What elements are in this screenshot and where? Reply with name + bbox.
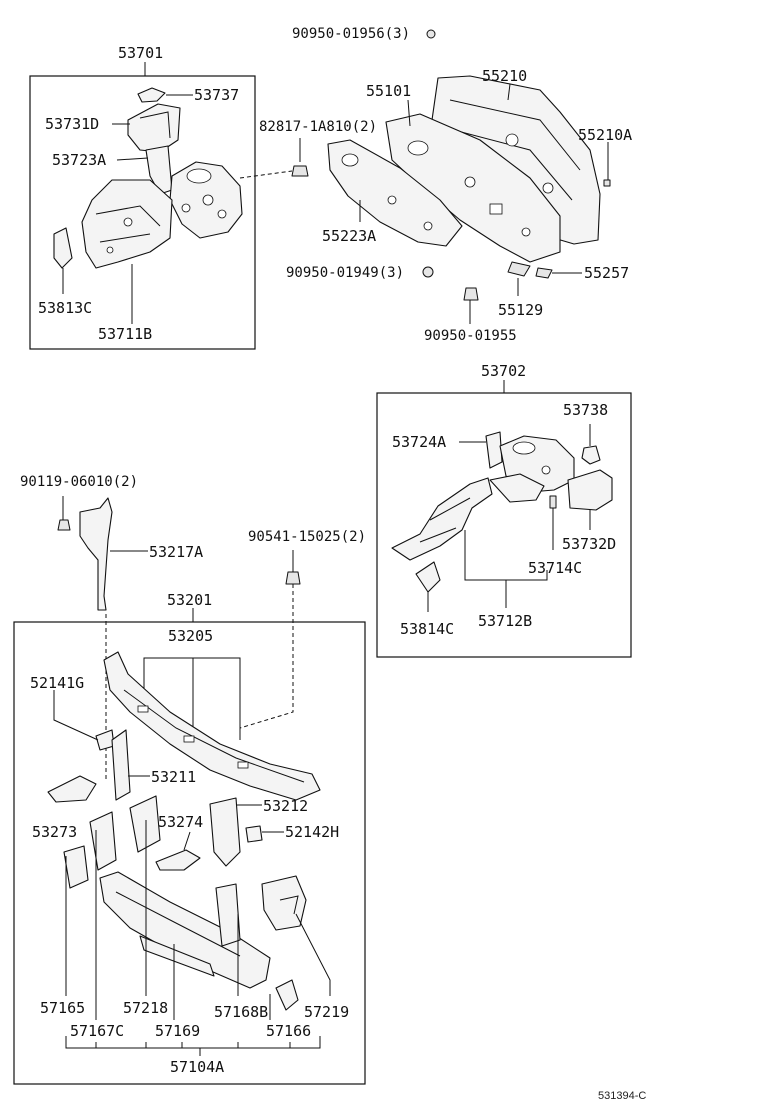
label-55129[interactable]: 55129	[498, 301, 543, 319]
part-57219[interactable]	[261, 875, 307, 931]
part-53712B[interactable]	[391, 477, 493, 561]
part-55210A-pad	[603, 179, 611, 187]
label-53217A[interactable]: 53217A	[149, 543, 203, 561]
part-57168B[interactable]	[215, 883, 241, 947]
part-53738[interactable]	[581, 445, 601, 465]
part-57104A-body	[99, 871, 271, 989]
clip-90950-01956[interactable]	[426, 29, 436, 39]
part-upper-radiator-support	[103, 651, 321, 801]
label-53732D[interactable]: 53732D	[562, 535, 616, 553]
label-90541-15025[interactable]: 90541-15025(2)	[248, 529, 366, 545]
label-55210[interactable]: 55210	[482, 67, 527, 85]
label-55101[interactable]: 55101	[366, 82, 411, 100]
label-53212[interactable]: 53212	[263, 797, 308, 815]
part-52142H[interactable]	[245, 825, 263, 843]
part-57218[interactable]	[129, 795, 161, 853]
part-53212[interactable]	[209, 797, 241, 867]
label-53714C[interactable]: 53714C	[528, 559, 582, 577]
part-55223A[interactable]	[327, 139, 463, 247]
label-57104A[interactable]: 57104A	[170, 1058, 224, 1076]
part-55257[interactable]	[535, 267, 553, 279]
label-53723A[interactable]: 53723A	[52, 151, 106, 169]
label-53702[interactable]: 53702	[481, 362, 526, 380]
fastener-82817: 82817-1A810(2)	[239, 119, 377, 179]
bolt-90119[interactable]	[57, 519, 71, 531]
label-53205[interactable]: 53205	[168, 627, 213, 645]
part-53273[interactable]	[47, 775, 97, 803]
part-52141G[interactable]	[95, 729, 115, 751]
label-53201[interactable]: 53201	[167, 591, 212, 609]
label-53737[interactable]: 53737	[194, 86, 239, 104]
label-90950-01955[interactable]: 90950-01955	[424, 328, 517, 344]
part-53723A[interactable]	[145, 145, 173, 195]
clip-82817[interactable]	[291, 165, 309, 177]
label-55223A[interactable]: 55223A	[322, 227, 376, 245]
part-53737[interactable]	[137, 87, 166, 103]
bolt-90541[interactable]	[285, 571, 301, 585]
part-53274[interactable]	[155, 849, 201, 871]
label-53814C[interactable]: 53814C	[400, 620, 454, 638]
part-53217A[interactable]	[79, 497, 113, 611]
part-53813C[interactable]	[53, 227, 73, 269]
part-53211[interactable]	[111, 729, 131, 801]
dash-panel-group: 90950-01956(3) 55210 55101 55223A 55210A…	[286, 26, 632, 344]
label-55210A[interactable]: 55210A	[578, 126, 632, 144]
label-53711B[interactable]: 53711B	[98, 325, 152, 343]
fastener-90541: 90541-15025(2)	[239, 529, 366, 729]
hood-lock-support-group: 90119-06010(2) 53217A	[20, 474, 203, 780]
part-55257-a	[507, 261, 531, 277]
label-57165[interactable]: 57165	[40, 999, 85, 1017]
group-box-53201	[13, 621, 366, 1085]
part-apron-flange	[489, 473, 545, 503]
group-box-53701	[29, 75, 256, 350]
clip-90950-01955[interactable]	[463, 287, 479, 301]
label-53211[interactable]: 53211	[151, 768, 196, 786]
part-53714C[interactable]	[549, 495, 557, 509]
label-57169[interactable]: 57169	[155, 1022, 200, 1040]
label-52142H[interactable]: 52142H	[285, 823, 339, 841]
label-82817-1A810[interactable]: 82817-1A810(2)	[259, 119, 377, 135]
label-57218[interactable]: 57218	[123, 999, 168, 1017]
label-53273[interactable]: 53273	[32, 823, 77, 841]
label-53701[interactable]: 53701	[118, 44, 163, 62]
part-57166[interactable]	[275, 979, 299, 1011]
label-90119-06010[interactable]: 90119-06010(2)	[20, 474, 138, 490]
figure-reference-code: 531394-C	[598, 1090, 646, 1102]
part-57165[interactable]	[63, 845, 89, 889]
label-53813C[interactable]: 53813C	[38, 299, 92, 317]
part-53732D[interactable]	[567, 469, 613, 511]
part-57167C[interactable]	[89, 811, 117, 871]
part-53731D[interactable]	[127, 103, 181, 153]
label-53738[interactable]: 53738	[563, 401, 608, 419]
label-52141G[interactable]: 52141G	[30, 674, 84, 692]
label-53724A[interactable]: 53724A	[392, 433, 446, 451]
part-53724A[interactable]	[485, 431, 503, 469]
label-90950-01949[interactable]: 90950-01949(3)	[286, 265, 404, 281]
clip-90950-01949[interactable]	[422, 266, 434, 278]
group-53702: 53702 53738 53724A 53732D 53714C 53712B …	[376, 362, 632, 658]
group-53201: 53201 53205 52141G 53211 53212 53273 532…	[13, 591, 366, 1085]
part-57169[interactable]	[139, 935, 215, 977]
group-53701: 53701 53737 53731D 53723A 53711B 53813C	[29, 44, 256, 350]
label-53274[interactable]: 53274	[158, 813, 203, 831]
label-57166[interactable]: 57166	[266, 1022, 311, 1040]
label-55257[interactable]: 55257	[584, 264, 629, 282]
part-53814C[interactable]	[415, 561, 441, 593]
label-53712B[interactable]: 53712B	[478, 612, 532, 630]
label-57167C[interactable]: 57167C	[70, 1022, 124, 1040]
label-57168B[interactable]: 57168B	[214, 1003, 268, 1021]
label-57219[interactable]: 57219	[304, 1003, 349, 1021]
label-90950-01956[interactable]: 90950-01956(3)	[292, 26, 410, 42]
label-53731D[interactable]: 53731D	[45, 115, 99, 133]
